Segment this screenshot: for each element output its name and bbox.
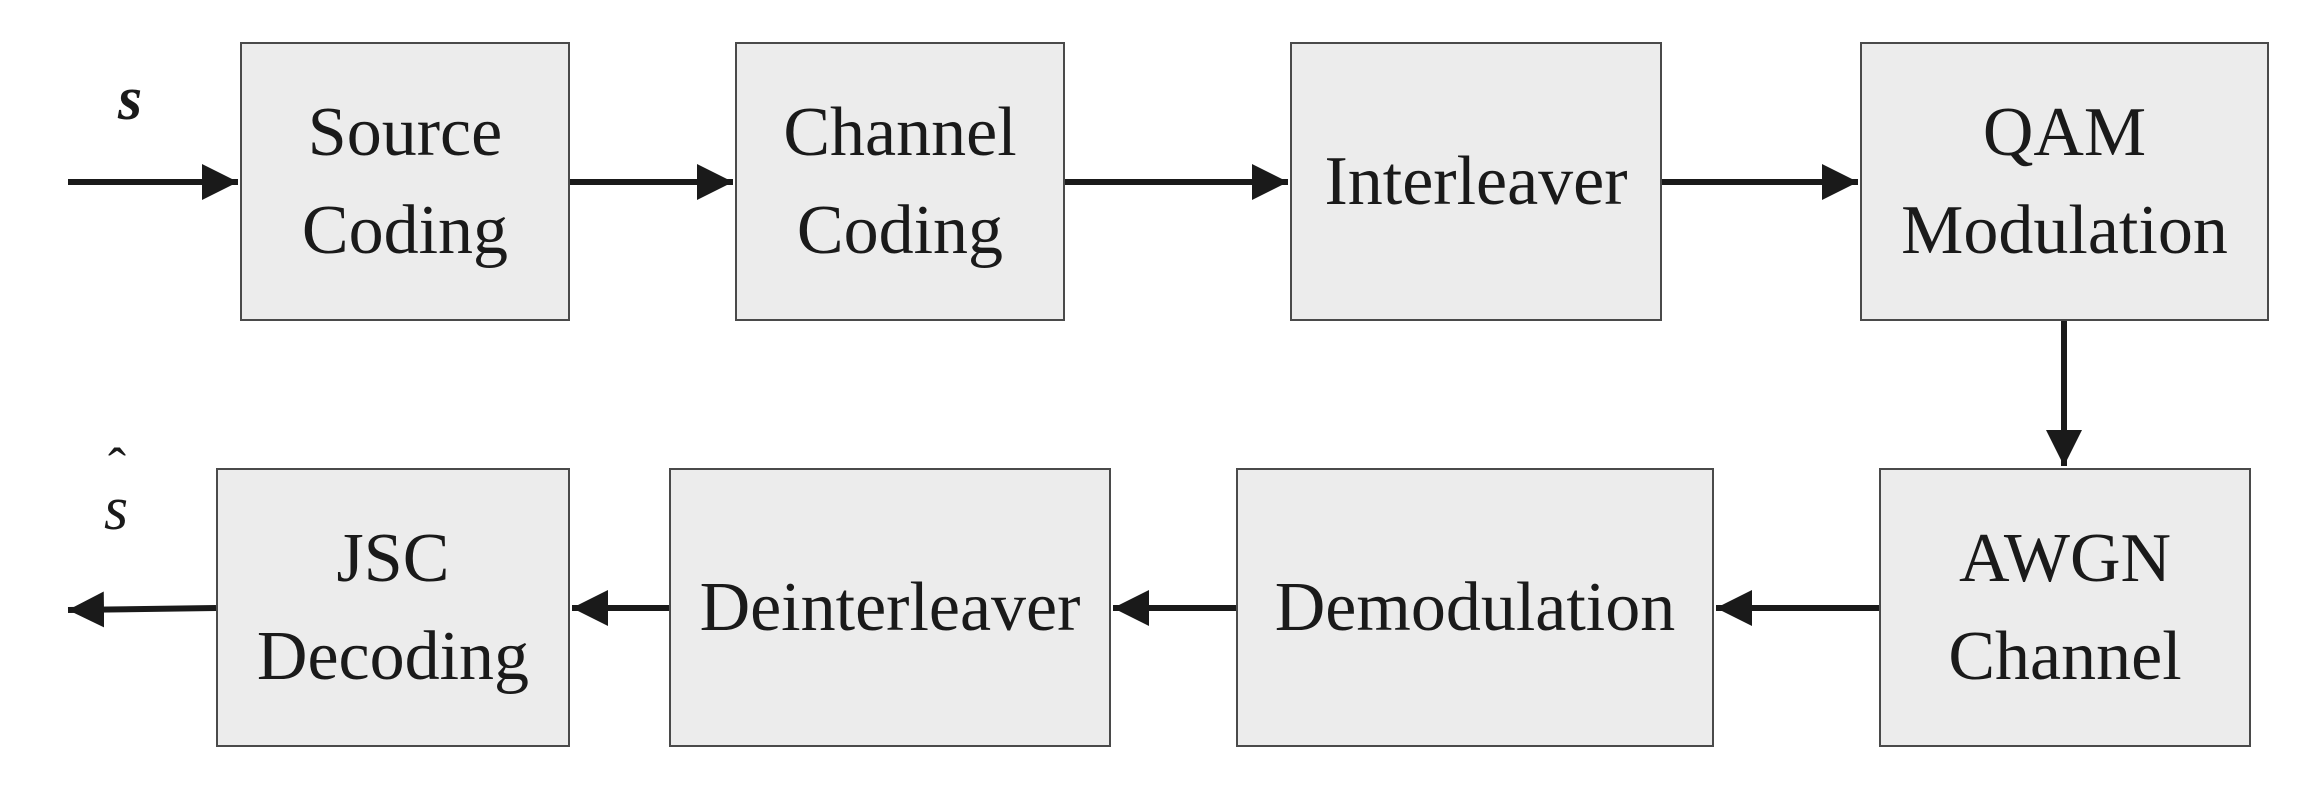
source-coding-line-1: Source	[307, 93, 503, 171]
input-symbol-s: s	[118, 65, 143, 133]
qam-modulation-block: QAM Modulation	[1860, 42, 2269, 321]
awgn-channel-line-2: Channel	[1948, 617, 2182, 695]
demodulation-line-1: Demodulation	[1274, 568, 1676, 646]
jsc-decoding-line-1: JSC	[336, 519, 450, 597]
interleaver-line-1: Interleaver	[1324, 142, 1628, 220]
jsc-decoding-block: JSC Decoding	[216, 468, 570, 747]
awgn-channel-block: AWGN Channel	[1879, 468, 2251, 747]
deinterleaver-line-1: Deinterleaver	[699, 568, 1081, 646]
awgn-channel-line-1: AWGN	[1958, 519, 2172, 597]
qam-modulation-line-1: QAM	[1982, 93, 2147, 171]
jsc-decoding-line-2: Decoding	[256, 617, 530, 695]
demodulation-block: Demodulation	[1236, 468, 1714, 747]
arrow-jsc-to-output	[67, 591, 217, 628]
interleaver-block: Interleaver	[1290, 42, 1662, 321]
output-hat-accent: ˆ	[108, 437, 126, 497]
channel-coding-line-1: Channel	[783, 93, 1017, 171]
source-coding-line-2: Coding	[301, 191, 509, 269]
channel-coding-line-2: Coding	[796, 191, 1004, 269]
deinterleaver-block: Deinterleaver	[669, 468, 1111, 747]
qam-modulation-line-2: Modulation	[1901, 191, 2228, 269]
output-symbol-s-hat: s	[104, 475, 129, 543]
